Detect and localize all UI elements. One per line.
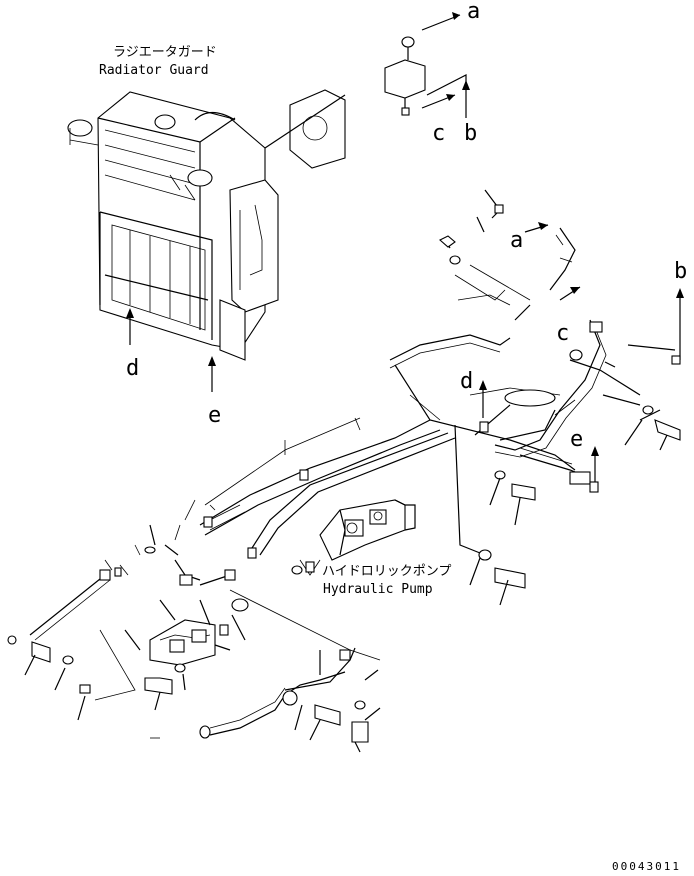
hydraulic-pump [291,499,416,576]
callout-c-top: c [432,121,445,146]
callout-a-top: a [467,0,480,24]
right-hose [494,319,681,458]
callout-b-right: b [674,259,687,284]
guard-bracket [264,89,346,169]
lower-center-hose [150,589,381,753]
radiator-guard-assembly [67,91,279,361]
radiator-guard-en-label: Radiator Guard [99,63,209,78]
control-valve [384,36,426,116]
callout-e-radiator: e [208,403,221,428]
callout-e-middle: e [570,427,583,452]
lower-left-bolts [24,629,136,721]
callout-d-middle: d [460,369,473,394]
middle-callouts: d e [460,369,599,493]
callout-a-right: a [510,228,523,253]
drawing-number: 00043011 [612,860,681,873]
hydraulic-pump-en-label: Hydraulic Pump [323,582,433,597]
callout-b-top: b [464,121,477,146]
right-fittings: a c b [439,189,687,365]
valve-block [124,599,231,711]
middle-bolts [454,424,536,606]
hose-bundle [199,334,576,559]
radiator-callouts: d e [126,308,221,428]
lower-left-parts [7,524,249,645]
callout-d-radiator: d [126,356,139,381]
radiator-guard-jp-label: ラジエータガード [113,45,217,60]
top-callouts: a b c [421,0,480,146]
bundle-leaders [174,417,361,541]
callout-c-right: c [556,321,569,346]
hydraulic-pump-jp-label: ハイドロリックポンプ [322,564,451,579]
